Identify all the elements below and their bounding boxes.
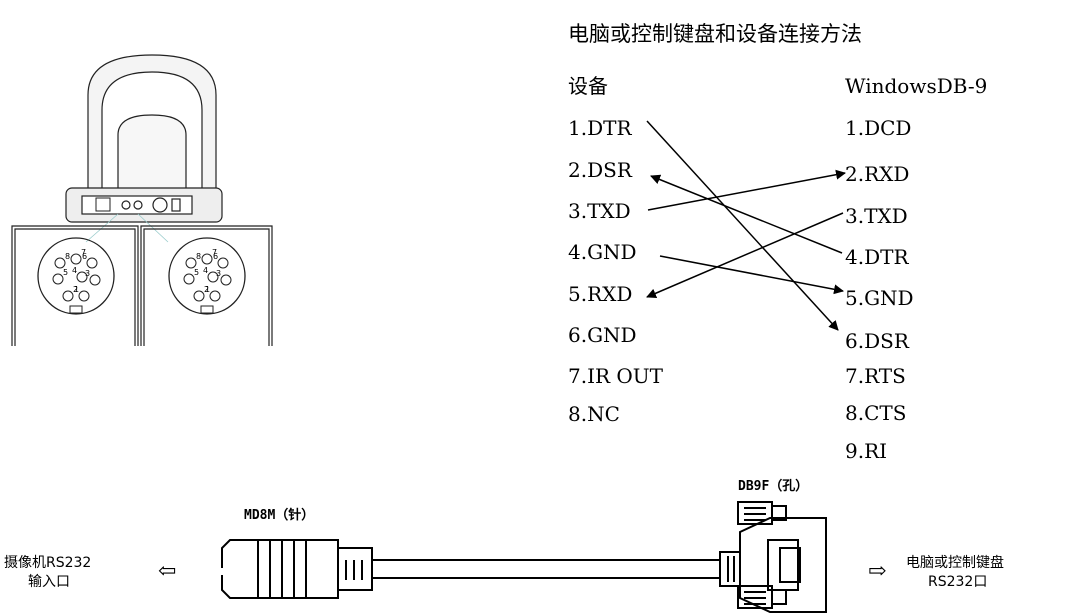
din-pin [183, 273, 195, 285]
din-pin-number: 3 [216, 269, 221, 278]
pc-pin-label: 7.RTS [845, 364, 906, 388]
din-pin [193, 290, 205, 302]
din-pin [89, 274, 101, 286]
wire-txd-to-rxd [647, 169, 846, 211]
din-pin [78, 290, 90, 302]
pc-pin-label: 8.CTS [845, 401, 907, 425]
arrow-left-icon: ⇦ [158, 559, 177, 584]
wire-dtr-to-dsr [646, 120, 839, 331]
diagram-title: 电脑或控制键盘和设备连接方法 [568, 22, 862, 46]
din-pin-number: 7 [212, 248, 217, 257]
pc-pin-label: 6.DSR [845, 329, 909, 353]
device-column-header: 设备 [568, 74, 608, 98]
arrow-right-icon: ⇨ [868, 559, 887, 584]
din-pin-number: 4 [203, 266, 208, 275]
din-pin-number: 1 [205, 285, 210, 294]
din-pin-number: 5 [63, 268, 68, 277]
din-pin-number: 2 [73, 285, 78, 294]
pc-pin-label: 3.TXD [845, 204, 908, 228]
device-pin-label: 1.DTR [568, 116, 632, 140]
din-shell [168, 237, 246, 315]
device-pin-label: 2.DSR [568, 158, 632, 182]
din-connector-panels [11, 225, 273, 346]
din-pin [62, 290, 74, 302]
din-pin-number: 1 [74, 285, 79, 294]
serial-cable [221, 501, 827, 613]
din-pin-number: 5 [194, 268, 199, 277]
pc-port-sublabel: RS232口 [928, 574, 988, 590]
din-pin [201, 253, 213, 265]
din-pin [217, 257, 229, 269]
pc-column-header: WindowsDB-9 [845, 74, 988, 98]
pc-pin-label: 5.GND [845, 286, 914, 310]
din-pin-number: 4 [72, 266, 77, 275]
din-key-notch [200, 305, 214, 314]
wire-txd-to-rxd-device [646, 212, 844, 299]
din-pin [185, 257, 197, 269]
device-pin-label: 4.GND [568, 240, 637, 264]
db9f-connector-label: DB9F（孔） [738, 479, 809, 494]
pc-pin-label: 1.DCD [845, 116, 912, 140]
din-pin-number: 7 [81, 248, 86, 257]
camera-port-sublabel: 输入口 [28, 574, 70, 590]
din-pin-number: 8 [196, 252, 201, 261]
device-pin-label: 6.GND [568, 323, 637, 347]
din-key-notch [69, 305, 83, 314]
din-pin-number: 8 [65, 252, 70, 261]
pc-port-label: 电脑或控制键盘 [906, 555, 1004, 571]
pc-pin-label: 2.RXD [845, 162, 910, 186]
pc-pin-label: 4.DTR [845, 245, 909, 269]
wiring-arrows [646, 120, 846, 331]
din-pin [54, 257, 66, 269]
device-pin-label: 8.NC [568, 402, 620, 426]
din-pin [86, 257, 98, 269]
din-pin [76, 271, 88, 283]
ptz-camera-illustration [65, 54, 223, 223]
din-pin [209, 290, 221, 302]
pc-pin-label: 9.RI [845, 439, 888, 463]
md8m-connector-label: MD8M（针） [244, 508, 315, 523]
wire-dtr-to-dsr-device [650, 174, 843, 254]
device-pin-label: 3.TXD [568, 199, 631, 223]
din-pin [70, 253, 82, 265]
device-pin-label: 7.IR OUT [568, 364, 663, 388]
device-pin-label: 5.RXD [568, 282, 633, 306]
din-pin-number: 6 [82, 252, 87, 261]
wire-gnd-to-gnd [659, 255, 844, 295]
din-pin [207, 271, 219, 283]
din-pin [220, 274, 232, 286]
din-pin-number: 2 [204, 285, 209, 294]
din-shell [37, 237, 115, 315]
camera-port-label: 摄像机RS232 [4, 555, 92, 571]
din-pin-number: 6 [213, 252, 218, 261]
connector-guide-lines [85, 213, 169, 243]
din-pin [52, 273, 64, 285]
din-pin-number: 3 [85, 269, 90, 278]
